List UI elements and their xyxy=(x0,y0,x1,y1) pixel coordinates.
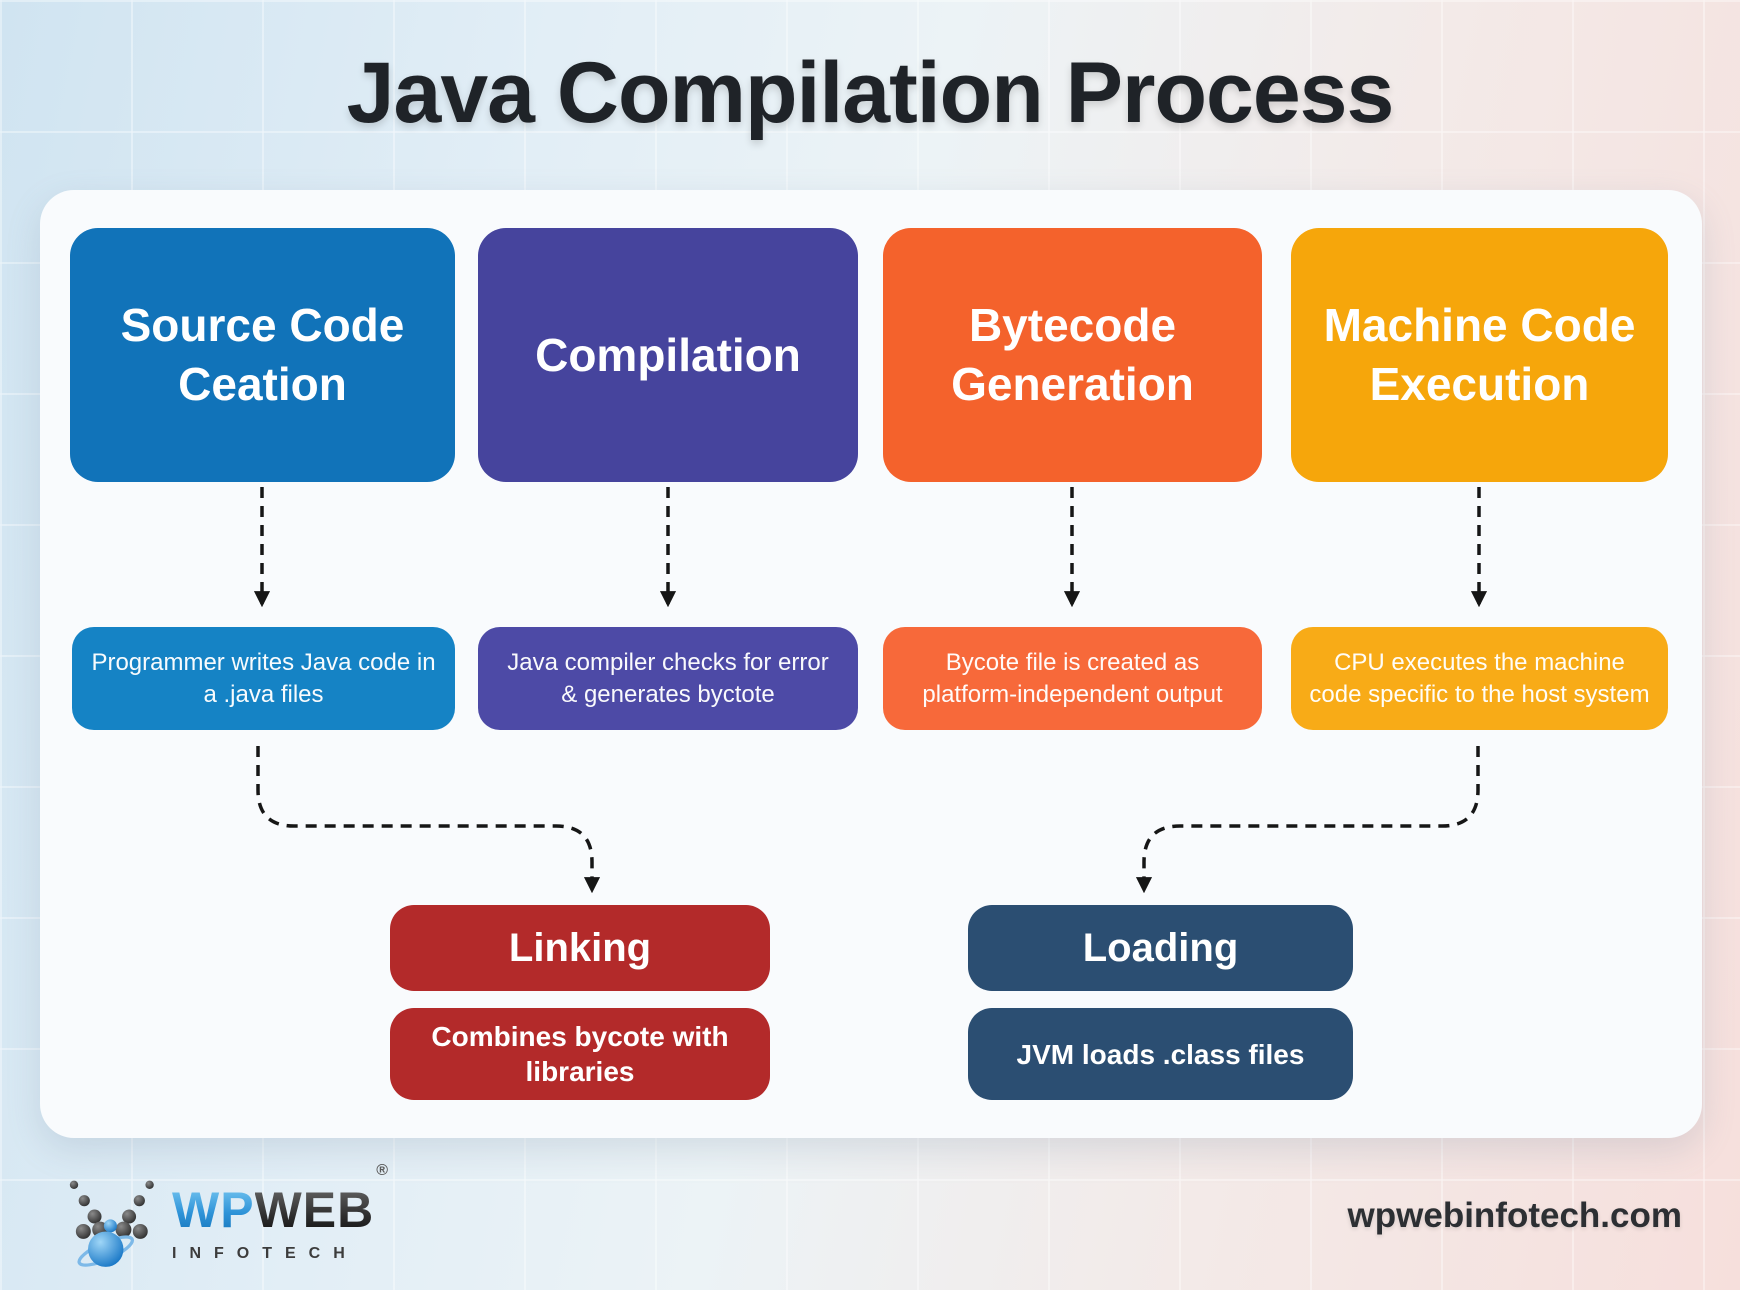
stage-description-machine-code: CPU executes the machine code specific t… xyxy=(1291,627,1668,730)
stage-machine-code-execution: Machine Code Execution xyxy=(1291,228,1668,482)
page-title: Java Compilation Process xyxy=(346,45,1395,141)
sub-stage-loading: Loading xyxy=(968,905,1353,991)
sub-stage-linking: Linking xyxy=(390,905,770,991)
logo-subtitle: INFOTECH xyxy=(172,1245,358,1262)
stage-description-source-code: Programmer writes Java code in a .java f… xyxy=(72,627,455,730)
logo-wp-text: WP xyxy=(172,1182,255,1238)
sub-stage-linking-description: Combines bycote with libraries xyxy=(390,1008,770,1100)
stage-source-code-creation: Source Code Ceation xyxy=(70,228,455,482)
arrow-desc0-to-linking xyxy=(256,746,601,894)
diagram-card: Source Code Ceation Compilation Bytecode… xyxy=(40,190,1702,1138)
website-url: wpwebinfotech.com xyxy=(1347,1196,1682,1235)
wpweb-logo-icon xyxy=(69,1180,154,1267)
company-logo: WPWEB® INFOTECH xyxy=(46,1163,388,1276)
stage-bytecode-generation: Bytecode Generation xyxy=(883,228,1262,482)
logo-web-text: WEB xyxy=(254,1182,375,1238)
arrow-desc3-to-loading xyxy=(1135,746,1480,894)
stage-compilation: Compilation xyxy=(478,228,858,482)
stage-description-bytecode: Bycote file is created as platform-indep… xyxy=(883,627,1262,730)
logo-wordmark: WPWEB® xyxy=(172,1163,388,1238)
registered-trademark-icon: ® xyxy=(376,1162,389,1179)
stage-description-compilation: Java compiler checks for error & generat… xyxy=(478,627,858,730)
logo-text-block: WPWEB® INFOTECH xyxy=(172,1163,388,1263)
sub-stage-loading-description: JVM loads .class files xyxy=(968,1008,1353,1100)
